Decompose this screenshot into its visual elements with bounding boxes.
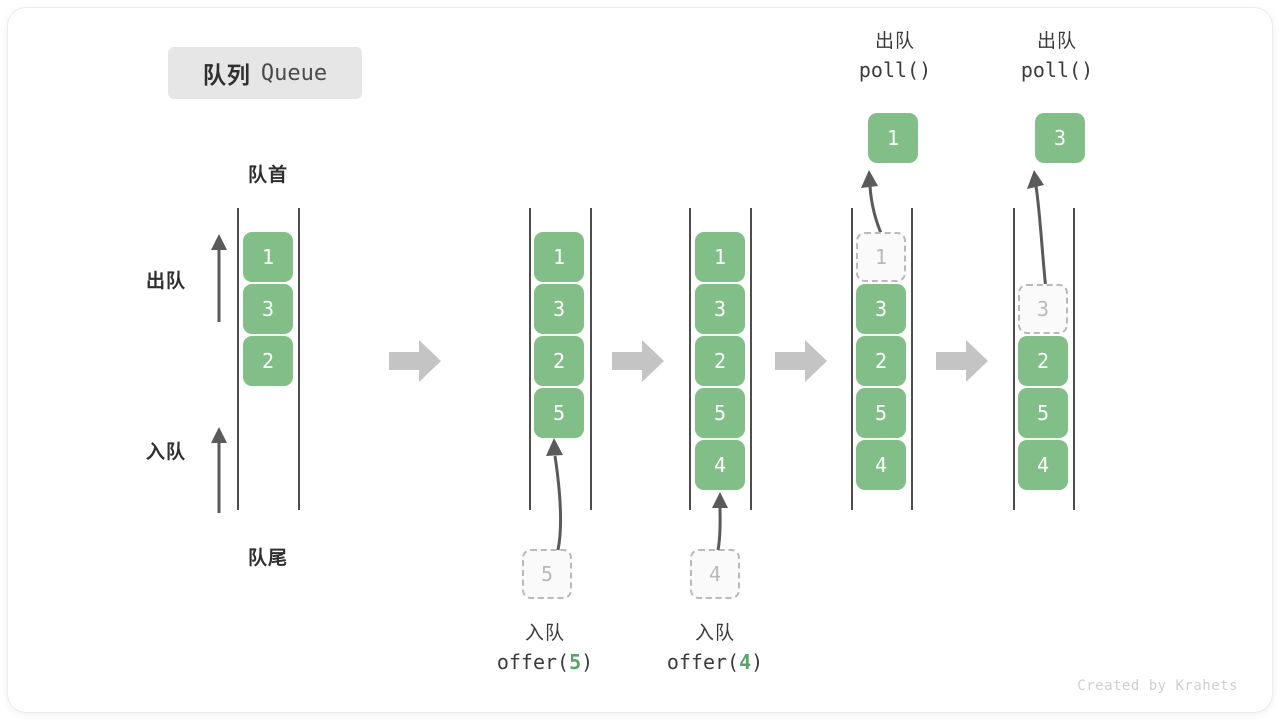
stage-offer5-incoming-cell: 5 xyxy=(522,549,572,599)
offer4-fn: offer( xyxy=(666,649,740,674)
stage-poll1-remove-arrow xyxy=(855,168,895,240)
stage-poll3-cell-1: 2 xyxy=(1018,336,1068,386)
offer4-arg: 4 xyxy=(739,649,752,674)
stage-poll3-cell-3: 4 xyxy=(1018,440,1068,490)
stage-offer4-incoming-cell: 4 xyxy=(690,549,740,599)
enqueue-direction-arrow xyxy=(208,425,230,515)
stage-poll3-remove-arrow xyxy=(1018,168,1068,292)
offer5-arg: 5 xyxy=(569,649,582,674)
stage-poll3-cell-0: 3 xyxy=(1018,284,1068,334)
stage-offer5-rail-left xyxy=(529,208,531,510)
stage-offer5-caption-code: offer(5) xyxy=(450,648,640,677)
stage-offer4-cell-4: 4 xyxy=(695,440,745,490)
stage-poll1-cell-2: 2 xyxy=(856,336,906,386)
stage-offer5-cell-0: 1 xyxy=(534,232,584,282)
stage-poll1-caption-code: poll() xyxy=(858,57,932,82)
flow-arrow-2 xyxy=(612,338,664,384)
stage-poll3-rail-right xyxy=(1073,208,1075,510)
stage-poll1-rail-right xyxy=(911,208,913,510)
stage-poll1-cell-3: 5 xyxy=(856,388,906,438)
stage-offer5-cell-1: 3 xyxy=(534,284,584,334)
stage-initial-rail-right xyxy=(298,208,300,510)
title-english: Queue xyxy=(260,60,328,86)
dequeue-direction-label: 出队 xyxy=(146,271,187,292)
stage-offer5-caption: 入队 offer(5) xyxy=(450,620,640,677)
stage-poll3-caption-code: poll() xyxy=(1020,57,1094,82)
diagram-title-chip: 队列 Queue xyxy=(168,47,362,99)
stage-initial-rail-left xyxy=(237,208,239,510)
stage-poll3-outgoing-cell: 3 xyxy=(1035,113,1085,163)
stage-poll3-caption: 出队 poll() xyxy=(962,28,1152,85)
stage-offer4-caption-code: offer(4) xyxy=(620,648,810,677)
stage-offer4-caption-cn: 入队 xyxy=(694,623,735,644)
dequeue-direction-arrow xyxy=(208,232,230,324)
flow-arrow-3 xyxy=(775,338,827,384)
stage-offer5-caption-cn: 入队 xyxy=(524,623,565,644)
stage-poll1-cell-4: 4 xyxy=(856,440,906,490)
stage-poll3-cell-2: 5 xyxy=(1018,388,1068,438)
stage-initial-cell-0: 1 xyxy=(243,232,293,282)
stage-poll1-cell-0: 1 xyxy=(856,232,906,282)
stage-offer4-caption: 入队 offer(4) xyxy=(620,620,810,677)
stage-poll3-rail-left xyxy=(1013,208,1015,510)
stage-offer4-insert-arrow xyxy=(706,490,736,552)
flow-arrow-1 xyxy=(389,338,441,384)
stage-initial-cell-2: 2 xyxy=(243,336,293,386)
stage-offer4-rail-left xyxy=(689,208,691,510)
enqueue-direction-label: 入队 xyxy=(146,442,187,463)
queue-rear-label: 队尾 xyxy=(247,548,288,569)
stage-poll1-cell-1: 3 xyxy=(856,284,906,334)
stage-offer5-insert-arrow xyxy=(540,436,580,552)
stage-offer4-cell-2: 2 xyxy=(695,336,745,386)
stage-poll1-rail-left xyxy=(851,208,853,510)
stage-offer4-cell-0: 1 xyxy=(695,232,745,282)
title-chinese: 队列 xyxy=(202,62,251,88)
stage-offer4-cell-3: 5 xyxy=(695,388,745,438)
offer4-close: ) xyxy=(751,649,764,674)
stage-poll1-caption-cn: 出队 xyxy=(874,31,915,52)
offer5-fn: offer( xyxy=(496,649,570,674)
stage-offer5-rail-right xyxy=(590,208,592,510)
stage-poll1-caption: 出队 poll() xyxy=(800,28,990,85)
stage-offer4-rail-right xyxy=(750,208,752,510)
offer5-close: ) xyxy=(581,649,594,674)
stage-initial-cell-1: 3 xyxy=(243,284,293,334)
stage-offer4-cell-1: 3 xyxy=(695,284,745,334)
stage-poll3-caption-cn: 出队 xyxy=(1036,31,1077,52)
queue-front-label: 队首 xyxy=(247,165,288,186)
stage-offer5-cell-2: 2 xyxy=(534,336,584,386)
watermark-credit: Created by Krahets xyxy=(1077,678,1238,694)
stage-offer5-cell-3: 5 xyxy=(534,388,584,438)
stage-poll1-outgoing-cell: 1 xyxy=(868,113,918,163)
flow-arrow-4 xyxy=(936,338,988,384)
